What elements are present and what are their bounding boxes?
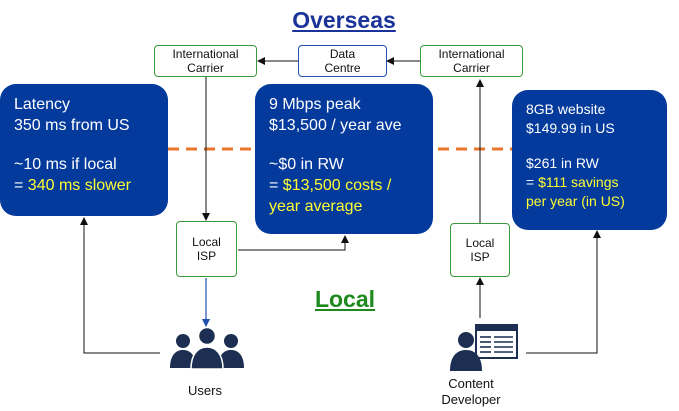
website-panel: 8GB website $149.99 in US $261 in RW = $…: [512, 90, 667, 230]
node-label: International: [438, 47, 505, 61]
node-label: International: [172, 47, 239, 61]
latency-us-value: 350 ms from US: [14, 117, 130, 134]
bandwidth-rw-cost: ~$0 in RW: [269, 156, 344, 173]
website-highlight-cont: per year (in US): [526, 193, 625, 209]
local-heading: Local: [314, 286, 376, 312]
latency-result: = 340 ms slower: [14, 177, 131, 194]
users-label: Users: [188, 383, 222, 398]
bandwidth-panel: 9 Mbps peak $13,500 / year ave ~$0 in RW…: [255, 84, 433, 234]
developer-label-line2: Developer: [441, 392, 501, 407]
content-developer-label: Content Developer: [426, 376, 516, 408]
users-group-icon: [170, 326, 244, 370]
website-us-price: $149.99 in US: [526, 120, 615, 136]
bandwidth-highlight: $13,500 costs /: [282, 177, 392, 194]
edge-users-to-latency: [80, 217, 160, 354]
node-label: ISP: [470, 250, 490, 264]
bandwidth-result: = $13,500 costs /: [269, 177, 392, 194]
developer-browser-icon: [450, 324, 518, 371]
edge-developer-to-website: [526, 230, 601, 354]
website-size: 8GB website: [526, 101, 606, 117]
latency-highlight: 340 ms slower: [27, 177, 131, 194]
edge-isp-left-to-bandwidth: [238, 235, 349, 251]
bandwidth-cost: $13,500 / year ave: [269, 117, 402, 134]
bandwidth-highlight-cont: year average: [269, 198, 363, 215]
node-label: Carrier: [453, 61, 490, 75]
node-label: Centre: [324, 61, 361, 75]
bandwidth-peak: 9 Mbps peak: [269, 96, 361, 113]
node-label: Carrier: [187, 61, 224, 75]
overseas-heading: Overseas: [292, 7, 396, 33]
node-label: Data: [329, 47, 356, 61]
website-rw-price: $261 in RW: [526, 155, 599, 171]
website-highlight: $111 savings: [538, 174, 619, 190]
latency-panel: Latency 350 ms from US ~10 ms if local =…: [0, 84, 168, 216]
developer-label-line1: Content: [448, 376, 494, 391]
latency-title: Latency: [14, 96, 71, 113]
latency-local-value: ~10 ms if local: [14, 156, 117, 173]
node-label: ISP: [196, 249, 217, 263]
node-label: Local: [192, 235, 221, 249]
website-result: = $111 savings: [526, 174, 619, 190]
node-label: Local: [465, 236, 495, 250]
